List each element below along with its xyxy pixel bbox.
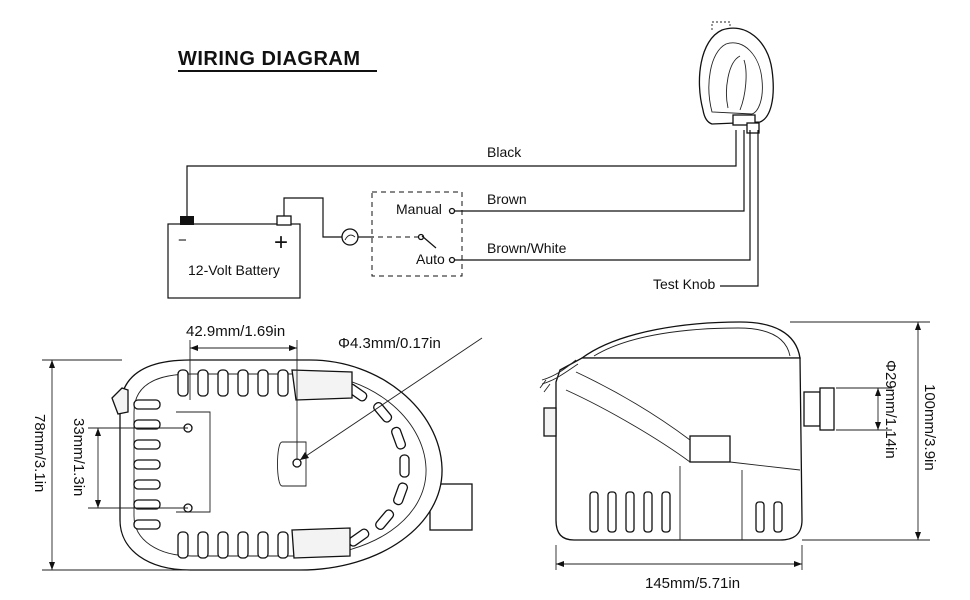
float-switch bbox=[698, 21, 774, 134]
dimension-lines-right bbox=[555, 321, 930, 570]
switch-label-auto: Auto bbox=[416, 251, 445, 267]
battery-negative-terminal bbox=[180, 216, 194, 225]
battery: − + 12-Volt Battery bbox=[167, 215, 301, 299]
wire-label-brown-white: Brown/White bbox=[487, 240, 567, 256]
battery-positive-terminal bbox=[276, 215, 292, 226]
pump-bottom-view bbox=[111, 359, 473, 571]
dimension-length: 145mm/5.71in bbox=[645, 575, 740, 592]
dimension-hole: Φ4.3mm/0.17in bbox=[338, 335, 441, 352]
diagram-title: WIRING DIAGRAM bbox=[178, 48, 361, 70]
wire-label-brown: Brown bbox=[487, 191, 527, 207]
dimension-height-right: 100mm/3.9in bbox=[921, 384, 938, 471]
switch-label-manual: Manual bbox=[396, 201, 442, 217]
dimension-lines-left bbox=[42, 337, 483, 571]
wires bbox=[186, 130, 759, 287]
dimension-spacing: 33mm/1.3in bbox=[70, 418, 87, 496]
dimension-outlet: Φ29mm/1.14in bbox=[882, 360, 899, 459]
pump-side-view bbox=[539, 321, 835, 541]
wire-label-black: Black bbox=[487, 144, 522, 160]
battery-plus-sign: + bbox=[274, 229, 288, 256]
switch-box: Manual Auto bbox=[371, 191, 463, 277]
battery-minus-sign: − bbox=[178, 232, 187, 249]
wire-label-test-knob: Test Knob bbox=[653, 276, 715, 292]
center-hole bbox=[292, 458, 302, 468]
dimension-width-top: 42.9mm/1.69in bbox=[186, 323, 285, 340]
fuse-icon bbox=[341, 228, 359, 246]
battery-label: 12-Volt Battery bbox=[188, 262, 280, 278]
test-knob-box bbox=[689, 435, 731, 463]
dimension-height-left: 78mm/3.1in bbox=[31, 414, 48, 492]
